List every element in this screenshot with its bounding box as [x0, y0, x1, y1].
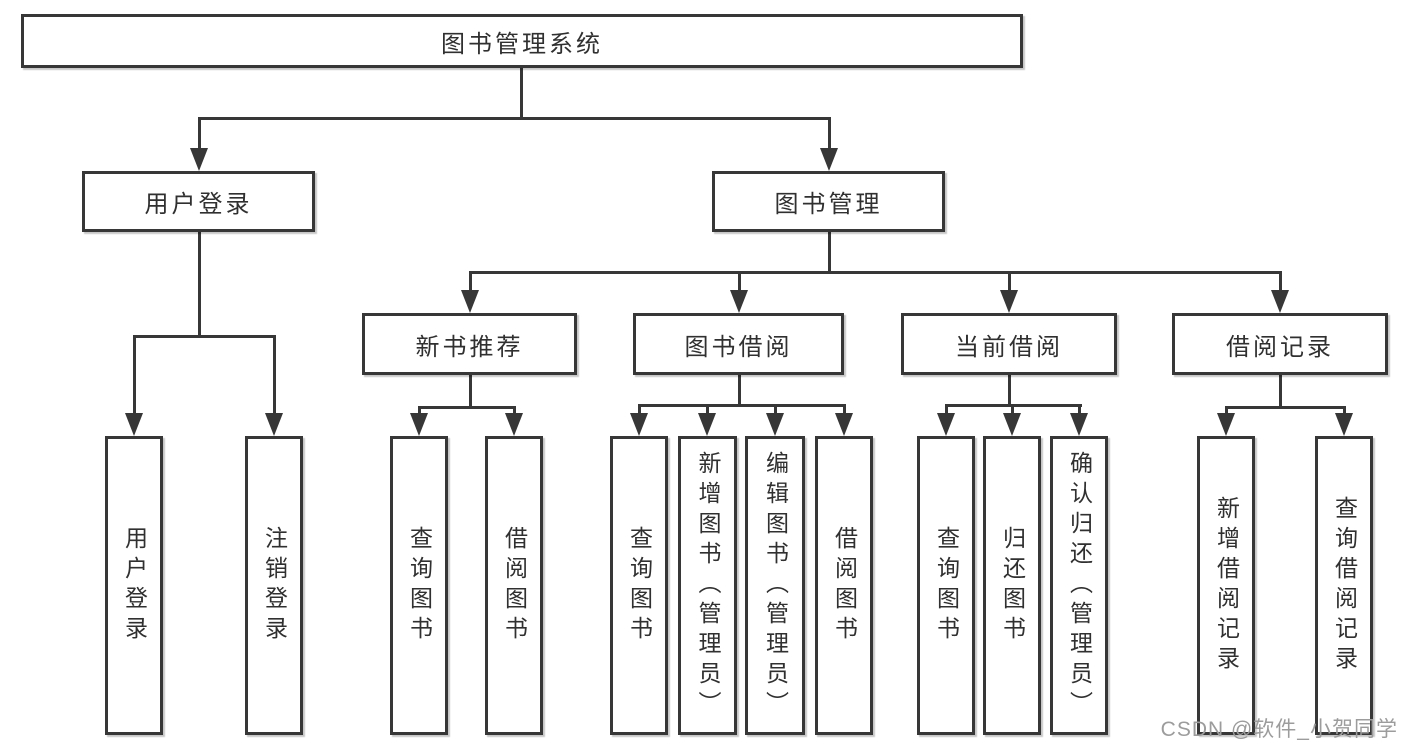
- connector-line: [520, 68, 523, 118]
- arrow-down-icon: [1003, 413, 1021, 436]
- connector-line: [418, 406, 421, 416]
- leaf-query-borrow-record: 查询借阅记录: [1315, 436, 1373, 735]
- connector-line: [133, 335, 276, 338]
- connector-line: [774, 404, 777, 416]
- arrow-down-icon: [1070, 413, 1088, 436]
- node-label: 查询图书: [933, 525, 960, 646]
- leaf-return-books: 归还图书: [983, 436, 1041, 735]
- arrow-down-icon: [698, 413, 716, 436]
- connector-line: [1225, 406, 1346, 409]
- node-label: 借阅图书: [501, 525, 528, 646]
- connector-line: [469, 374, 472, 409]
- node-book-borrowing: 图书借阅: [633, 313, 844, 375]
- arrow-down-icon: [630, 413, 648, 436]
- leaf-logout: 注销登录: [245, 436, 303, 735]
- connector-line: [469, 271, 1282, 274]
- node-new-book-recommendation: 新书推荐: [362, 313, 577, 375]
- node-label: 当前借阅: [955, 333, 1063, 361]
- node-label: 编辑图书（管理员）: [762, 450, 789, 721]
- node-label: 查询借阅记录: [1331, 495, 1358, 676]
- connector-line: [945, 404, 948, 416]
- connector-line: [1008, 271, 1011, 295]
- connector-line: [133, 335, 136, 417]
- arrow-down-icon: [461, 290, 479, 313]
- arrow-down-icon: [410, 413, 428, 436]
- leaf-edit-books-admin: 编辑图书（管理员）: [745, 436, 805, 735]
- node-label: 图书借阅: [684, 333, 793, 361]
- connector-line: [706, 404, 709, 416]
- arrow-down-icon: [1217, 413, 1235, 436]
- arrow-down-icon: [835, 413, 853, 436]
- arrow-down-icon: [190, 148, 208, 171]
- node-book-management: 图书管理: [712, 171, 945, 232]
- node-label: 确认归还（管理员）: [1066, 450, 1093, 721]
- connector-line: [843, 404, 846, 416]
- connector-line: [1078, 404, 1081, 416]
- connector-line: [198, 232, 201, 338]
- connector-line: [1279, 271, 1282, 295]
- leaf-query-books-borrowing: 查询图书: [610, 436, 668, 735]
- connector-line: [273, 335, 276, 417]
- connector-line: [198, 117, 201, 153]
- arrow-down-icon: [1000, 290, 1018, 313]
- connector-line: [1279, 374, 1282, 409]
- connector-line: [1225, 406, 1228, 416]
- connector-line: [469, 271, 472, 295]
- node-library-management-system: 图书管理系统: [21, 14, 1023, 68]
- connector-line: [1008, 374, 1011, 407]
- node-label: 图书管理系统: [441, 30, 603, 58]
- leaf-user-login: 用户登录: [105, 436, 163, 735]
- node-label: 借阅图书: [831, 525, 858, 646]
- connector-line: [638, 404, 641, 416]
- connector-line: [513, 406, 516, 416]
- node-label: 查询图书: [406, 525, 433, 646]
- arrow-down-icon: [1335, 413, 1353, 436]
- watermark: CSDN @软件_小贺同学: [1160, 718, 1398, 741]
- connector-line: [638, 404, 846, 407]
- connector-line: [828, 117, 831, 153]
- node-label: 用户登录: [121, 525, 148, 646]
- node-label: 注销登录: [261, 525, 288, 646]
- node-current-borrowing: 当前借阅: [901, 313, 1117, 375]
- arrow-down-icon: [125, 413, 143, 436]
- arrow-down-icon: [820, 148, 838, 171]
- connector-line: [1011, 404, 1014, 416]
- node-label: 图书管理: [774, 191, 883, 218]
- leaf-borrow-books-recommend: 借阅图书: [485, 436, 543, 735]
- node-label: 用户登录: [144, 191, 253, 218]
- connector-line: [828, 232, 831, 274]
- leaf-query-books-recommend: 查询图书: [390, 436, 448, 735]
- node-label: 新增借阅记录: [1213, 495, 1240, 676]
- leaf-confirm-return-admin: 确认归还（管理员）: [1050, 436, 1108, 735]
- arrow-down-icon: [730, 290, 748, 313]
- connector-line: [738, 374, 741, 407]
- connector-line: [1343, 406, 1346, 416]
- node-label: 查询图书: [626, 525, 653, 646]
- leaf-add-borrow-record: 新增借阅记录: [1197, 436, 1255, 735]
- node-label: 归还图书: [999, 525, 1026, 646]
- arrow-down-icon: [937, 413, 955, 436]
- leaf-borrow-books: 借阅图书: [815, 436, 873, 735]
- arrow-down-icon: [766, 413, 784, 436]
- connector-line: [198, 117, 831, 120]
- arrow-down-icon: [505, 413, 523, 436]
- leaf-query-books-current: 查询图书: [917, 436, 975, 735]
- arrow-down-icon: [265, 413, 283, 436]
- leaf-add-books-admin: 新增图书（管理员）: [678, 436, 737, 735]
- connector-line: [418, 406, 516, 409]
- node-label: 新增图书（管理员）: [695, 450, 721, 721]
- node-label: 借阅记录: [1226, 333, 1334, 361]
- connector-line: [738, 271, 741, 295]
- arrow-down-icon: [1271, 290, 1289, 313]
- node-borrowing-records: 借阅记录: [1172, 313, 1388, 375]
- node-user-login: 用户登录: [82, 171, 315, 232]
- node-label: 新书推荐: [415, 333, 524, 361]
